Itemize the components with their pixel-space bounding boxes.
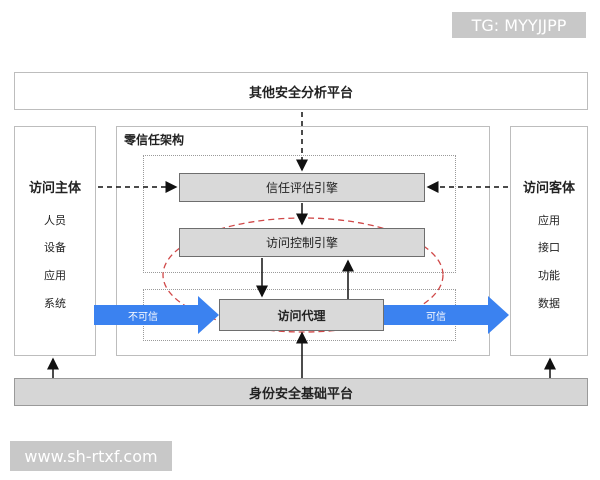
zero-trust-title: 零信任架构 — [124, 133, 185, 147]
subject-item: 设备 — [44, 241, 66, 254]
subject-item: 应用 — [44, 269, 66, 282]
access-object-title: 访问客体 — [522, 181, 575, 196]
untrusted-flow-arrow — [94, 296, 219, 334]
trust-evaluation-engine: 信任评估引擎 — [179, 173, 425, 202]
access-object-box: 访问客体 应用 接口 功能 数据 — [510, 126, 588, 356]
identity-security-platform-label: 身份安全基础平台 — [248, 386, 353, 402]
watermark-top: TG: MYYJJPP — [452, 12, 586, 38]
access-control-engine: 访问控制引擎 — [179, 228, 425, 257]
object-item: 功能 — [538, 269, 560, 282]
identity-security-platform: 身份安全基础平台 — [14, 378, 588, 406]
access-subject-box: 访问主体 人员 设备 应用 系统 — [14, 126, 96, 356]
trusted-flow-arrow — [384, 296, 509, 334]
subject-item: 人员 — [44, 214, 66, 227]
object-item: 应用 — [538, 214, 560, 227]
object-item: 数据 — [538, 297, 560, 310]
other-security-platform-label: 其他安全分析平台 — [248, 85, 353, 101]
access-subject-title: 访问主体 — [28, 181, 81, 196]
subject-item: 系统 — [44, 297, 66, 310]
engines-dotted-region — [143, 155, 456, 273]
watermark-bottom: www.sh-rtxf.com — [10, 441, 172, 471]
object-item: 接口 — [538, 241, 560, 254]
other-security-platform-box: 其他安全分析平台 — [14, 72, 588, 110]
trusted-flow-label: 可信 — [426, 312, 446, 323]
untrusted-flow-label: 不可信 — [128, 312, 158, 323]
access-proxy: 访问代理 — [219, 299, 384, 331]
